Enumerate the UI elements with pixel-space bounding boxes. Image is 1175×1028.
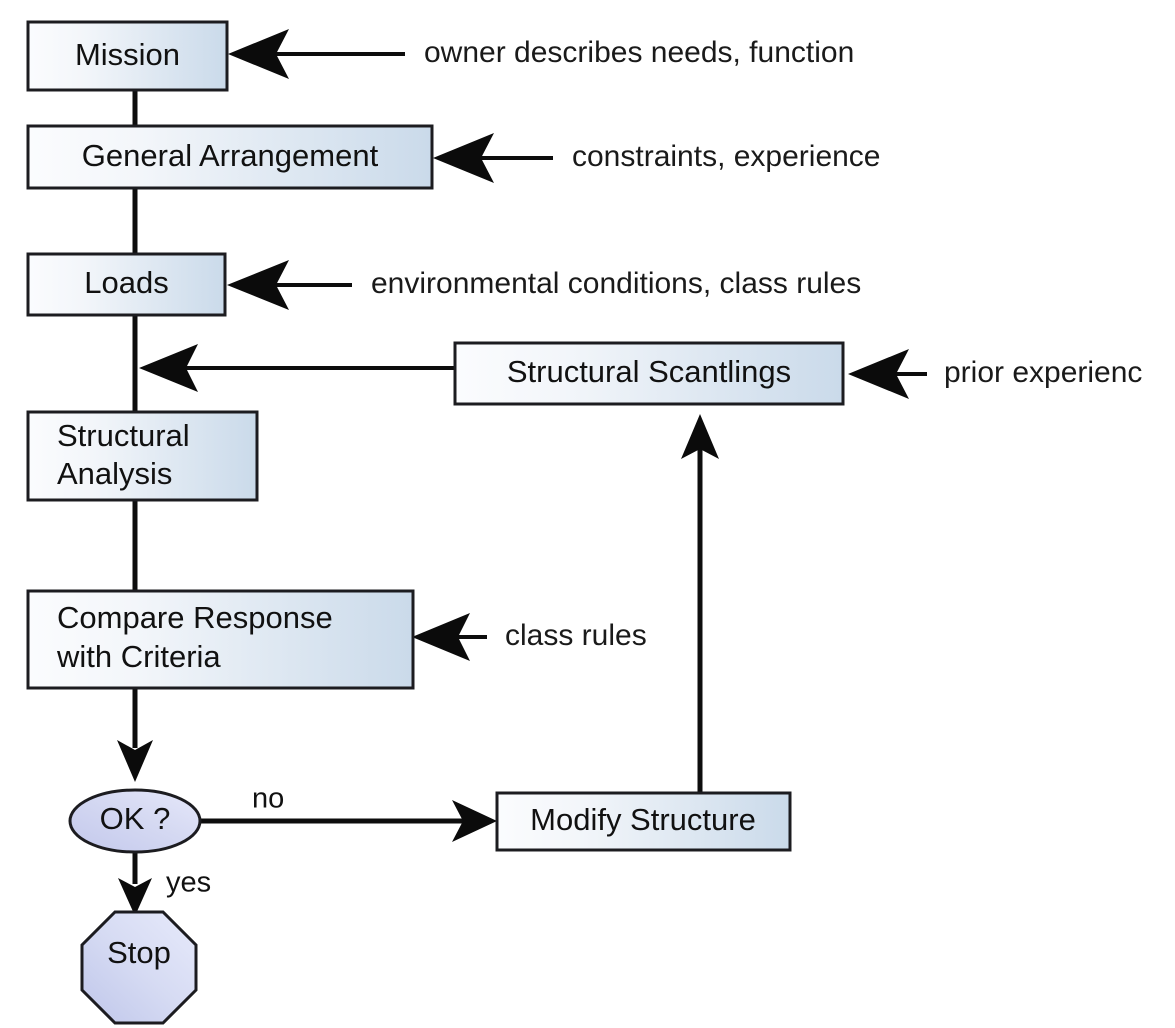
- node-stop[interactable]: Stop: [80, 910, 198, 1025]
- node-structural-analysis-shape: [26, 410, 259, 502]
- arrowhead-left-general-arrangement-annotation: [433, 133, 494, 183]
- annotation-mission: owner describes needs, function: [424, 36, 854, 69]
- node-structural-analysis[interactable]: Structural Analysis: [26, 410, 259, 502]
- node-structural-scantlings-shape: [453, 341, 845, 406]
- arrowhead-left-to-trunk: [139, 344, 198, 392]
- node-compare-response-label-line2: with Criteria: [56, 639, 221, 674]
- node-mission-label: Mission: [75, 37, 180, 72]
- node-compare-response-shape: [26, 589, 415, 690]
- arrowhead-down-to-stop: [118, 878, 152, 916]
- node-stop-shape: [80, 910, 198, 1025]
- node-general-arrangement-shape: [26, 124, 434, 190]
- node-ok-decision-label: OK ?: [100, 801, 171, 836]
- arrowhead-left-compare-annotation: [412, 613, 470, 661]
- node-general-arrangement[interactable]: General Arrangement: [26, 124, 434, 190]
- node-loads[interactable]: Loads: [26, 252, 227, 317]
- node-compare-response-label-line1: Compare Response: [57, 600, 333, 635]
- edge-label-yes: yes: [166, 867, 211, 899]
- annotation-scantlings: prior experienc: [944, 356, 1142, 389]
- arrowhead-up-to-scantlings: [681, 414, 719, 459]
- arrowhead-right-to-modify-structure: [452, 800, 497, 842]
- node-loads-label: Loads: [84, 265, 168, 300]
- node-modify-structure-shape: [495, 791, 792, 852]
- node-mission-shape: [26, 20, 229, 92]
- node-structural-scantlings[interactable]: Structural Scantlings: [453, 341, 845, 406]
- node-ok-decision-shape: [68, 788, 202, 854]
- arrowhead-left-scantlings-annotation: [848, 349, 909, 399]
- node-ok-decision[interactable]: OK ?: [68, 788, 202, 854]
- node-general-arrangement-label: General Arrangement: [82, 138, 379, 173]
- node-structural-analysis-label-line1: Structural: [57, 418, 190, 453]
- arrowhead-left-loads-annotation: [227, 260, 289, 310]
- arrowhead-left-mission-annotation: [228, 29, 289, 79]
- node-structural-scantlings-label: Structural Scantlings: [507, 354, 791, 389]
- node-modify-structure[interactable]: Modify Structure: [495, 791, 792, 852]
- node-structural-analysis-label-line2: Analysis: [57, 456, 172, 491]
- node-stop-label: Stop: [107, 935, 171, 970]
- annotation-general-arrangement: constraints, experience: [572, 140, 881, 173]
- node-compare-response[interactable]: Compare Response with Criteria: [26, 589, 415, 690]
- node-modify-structure-label: Modify Structure: [530, 802, 756, 837]
- annotation-loads: environmental conditions, class rules: [371, 267, 861, 300]
- annotation-compare-response: class rules: [505, 619, 647, 652]
- edge-label-no: no: [252, 783, 284, 815]
- arrowhead-down-to-ok: [117, 740, 153, 782]
- node-mission[interactable]: Mission: [26, 20, 229, 92]
- node-loads-shape: [26, 252, 227, 317]
